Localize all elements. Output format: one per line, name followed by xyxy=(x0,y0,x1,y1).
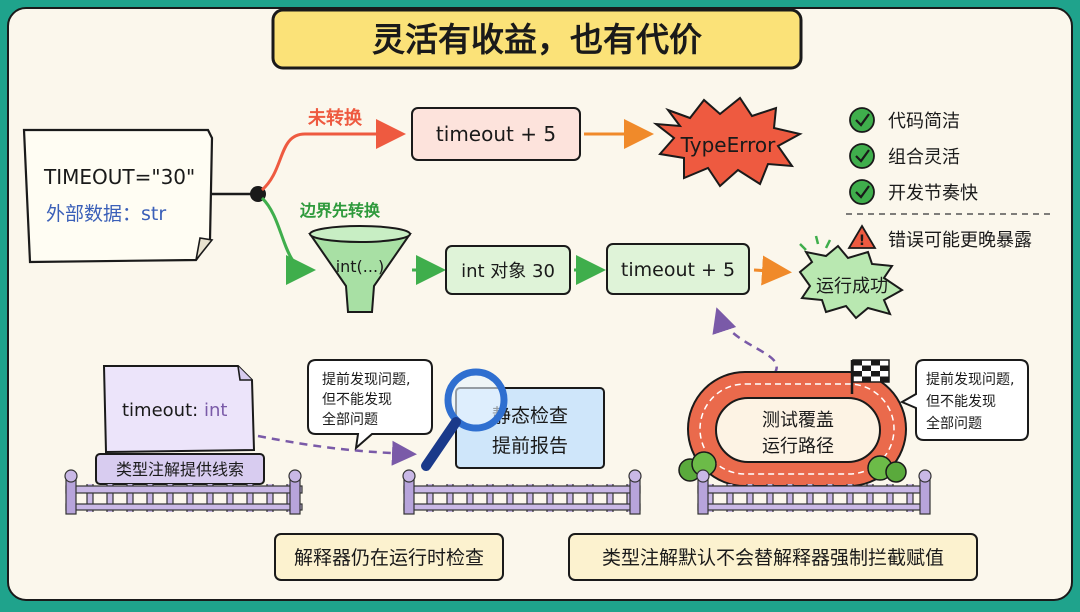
bubble-line: 全部问题 xyxy=(322,411,378,428)
magnifier-icon xyxy=(421,368,508,471)
check-item: 组合灵活 xyxy=(849,143,960,169)
bottom-expr-box: timeout + 5 xyxy=(606,243,750,295)
convert-funnel: int(...) xyxy=(308,225,412,313)
funnel-text: int(...) xyxy=(336,257,385,276)
top-expr-box: timeout + 5 xyxy=(411,107,581,161)
pro-item-1: 代码简洁 xyxy=(888,111,960,132)
source-type: 外部数据：str xyxy=(46,203,166,225)
con-item: 错误可能更晚暴露 xyxy=(888,230,1032,251)
check-item: 开发节奏快 xyxy=(849,179,978,205)
footer-right: 类型注解默认不会替解释器强制拦截赋值 xyxy=(568,533,978,581)
track-line: 运行路径 xyxy=(762,436,834,457)
pro-item-2: 组合灵活 xyxy=(888,147,960,168)
success-burst: 运行成功 xyxy=(798,235,904,320)
fence-right xyxy=(696,469,932,515)
checkered-flag-icon xyxy=(850,359,890,394)
check-icon xyxy=(849,107,875,133)
source-value: TIMEOUT="30" xyxy=(43,165,195,189)
int-object-text: int 对象 30 xyxy=(461,261,555,282)
top-expr-text: timeout + 5 xyxy=(436,122,556,146)
svg-text:!: ! xyxy=(859,233,865,249)
pro-item-3: 开发节奏快 xyxy=(888,183,978,204)
bubble-line: 但不能发现 xyxy=(926,394,996,410)
bubble-line: 提前发现问题, xyxy=(322,371,410,388)
int-object-box: int 对象 30 xyxy=(445,245,571,295)
check-icon xyxy=(849,143,875,169)
check-item: 代码简洁 xyxy=(849,107,960,133)
title-banner: 灵活有收益，也有代价 xyxy=(271,8,803,70)
static-check-bubble: 提前发现问题, 但不能发现 全部问题 xyxy=(307,359,433,451)
fence-left xyxy=(64,469,303,515)
annotation-note: timeout: int xyxy=(102,365,256,454)
type-error-burst: TypeError xyxy=(652,96,803,188)
track-line: 测试覆盖 xyxy=(762,410,834,431)
annotation-sign: 类型注解提供线索 xyxy=(95,453,265,485)
annotation-code: timeout: int xyxy=(122,400,227,421)
bubble-line: 提前发现问题, xyxy=(926,371,1014,388)
success-text: 运行成功 xyxy=(816,276,888,297)
footer-right-text: 类型注解默认不会替解释器强制拦截赋值 xyxy=(602,547,944,569)
fence-middle xyxy=(402,469,642,515)
source-note: TIMEOUT="30" 外部数据：str xyxy=(22,128,214,264)
warning-item: ! 错误可能更晚暴露 xyxy=(847,224,1032,251)
race-track: 测试覆盖 运行路径 xyxy=(687,371,907,487)
warning-icon xyxy=(847,224,877,249)
tests-bubble: 提前发现问题, 但不能发现 全部问题 xyxy=(899,359,1029,441)
footer-left-text: 解释器仍在运行时检查 xyxy=(294,547,484,569)
board-line: 提前报告 xyxy=(492,435,568,457)
bubble-line: 全部问题 xyxy=(926,415,982,432)
bubble-line: 但不能发现 xyxy=(322,392,392,408)
page-title: 灵活有收益，也有代价 xyxy=(372,20,702,59)
board-line: 静态检查 xyxy=(492,405,568,427)
checklist: 代码简洁 组合灵活 开发节奏快 ! 错误可能更晚暴露 xyxy=(846,107,1050,251)
bottom-expr-text: timeout + 5 xyxy=(621,259,735,281)
bush-icon xyxy=(678,451,907,483)
check-icon xyxy=(849,179,875,205)
bottom-branch-label: 边界先转换 xyxy=(299,201,381,220)
top-branch-label: 未转换 xyxy=(308,107,363,129)
annotation-sign-text: 类型注解提供线索 xyxy=(116,460,244,479)
footer-left: 解释器仍在运行时检查 xyxy=(274,533,504,581)
type-error-text: TypeError xyxy=(680,133,776,157)
